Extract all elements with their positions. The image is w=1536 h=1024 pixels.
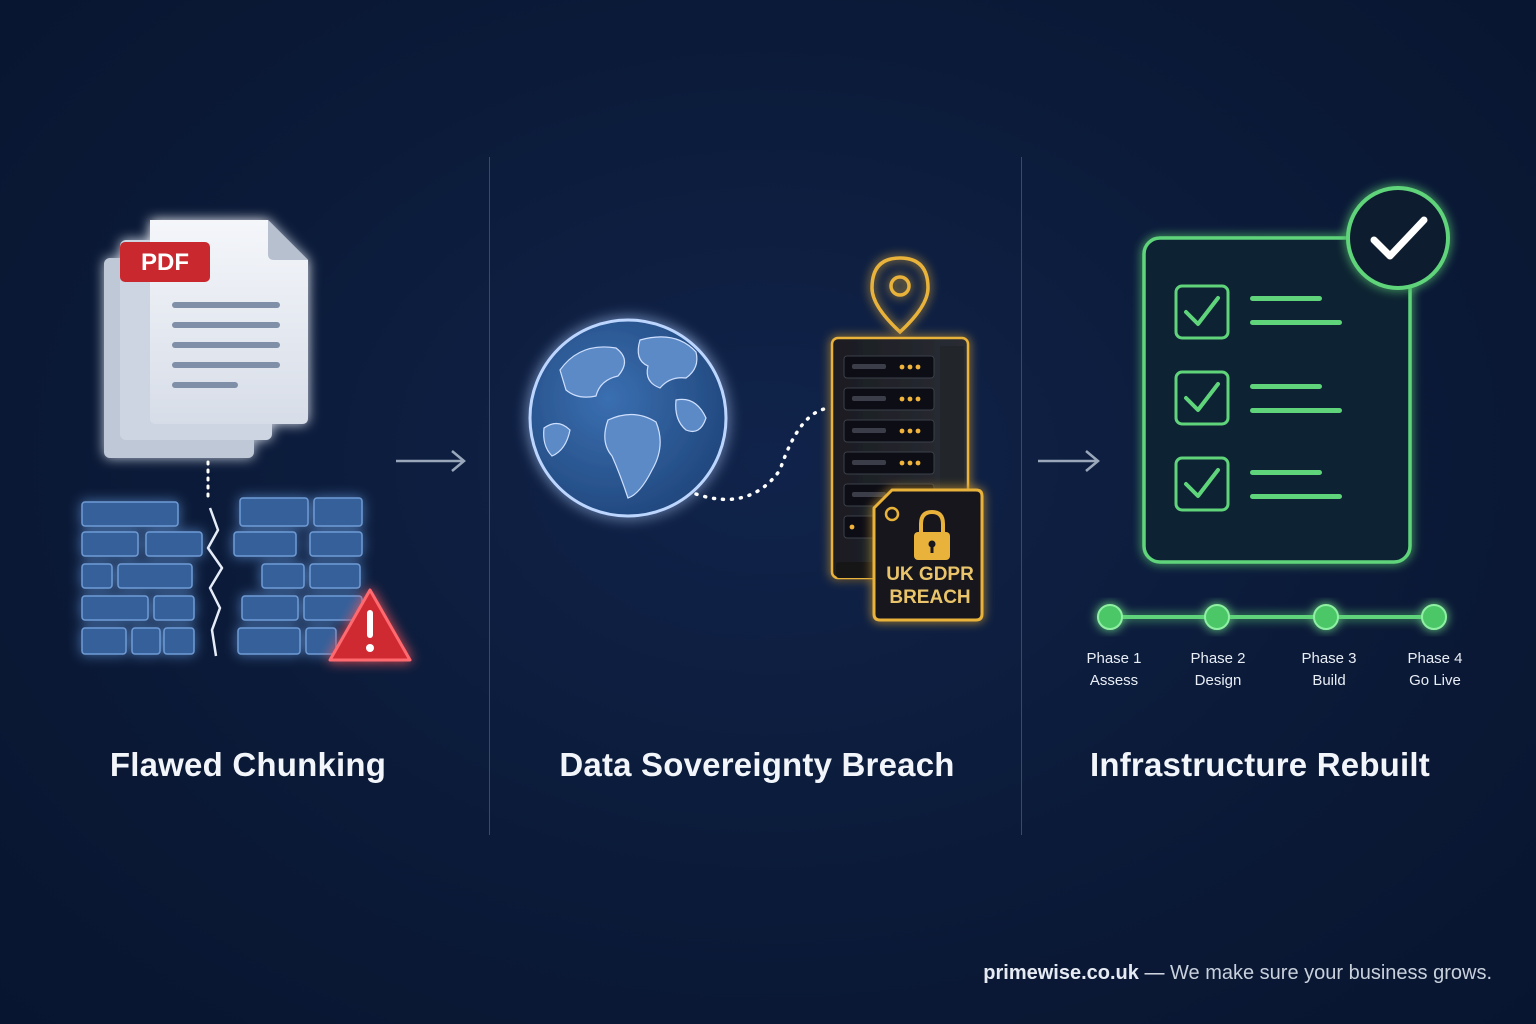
- tag-line-2: BREACH: [889, 587, 970, 608]
- globe-icon: [528, 318, 728, 518]
- gdpr-breach-tag: UK GDPR BREACH: [872, 488, 984, 622]
- arrow-right-icon: [1038, 450, 1100, 472]
- phase-step: Assess: [1089, 672, 1139, 689]
- phase-node: [1313, 604, 1339, 630]
- phase-label-1: Phase 1 Assess: [1059, 648, 1169, 692]
- tag-line-1: UK GDPR: [886, 564, 974, 585]
- phase-node: [1097, 604, 1123, 630]
- panel-3-illustration: [1097, 186, 1450, 630]
- warning-icon: [328, 588, 412, 662]
- panel-3-title: Infrastructure Rebuilt: [1090, 746, 1430, 783]
- phase-node: [1204, 604, 1230, 630]
- phase-name: Phase 2: [1190, 650, 1246, 667]
- panel-1-title: Flawed Chunking: [109, 746, 387, 783]
- server-unit: [843, 355, 935, 379]
- checklist-icon: [1142, 236, 1412, 564]
- footer-tagline: We make sure your business grows.: [1170, 962, 1492, 984]
- location-pin-icon: [870, 256, 930, 335]
- footer-separator: —: [1138, 962, 1171, 984]
- footer-domain[interactable]: primewise.co.uk: [983, 962, 1139, 984]
- pdf-badge: PDF: [120, 242, 210, 282]
- panel-1-illustration: PDF: [81, 220, 412, 662]
- panel-2-title: Data Sovereignty Breach: [559, 746, 955, 783]
- phase-label-4: Phase 4 Go Live: [1380, 648, 1490, 692]
- phase-step: Design: [1194, 672, 1242, 689]
- phase-name: Phase 3: [1301, 650, 1357, 667]
- checklist-item: [1174, 284, 1342, 340]
- arrow-right-icon: [396, 450, 466, 472]
- panel-2-illustration: UK GDPR BREACH: [528, 256, 984, 622]
- phase-timeline: [1097, 604, 1447, 630]
- phase-label-2: Phase 2 Design: [1163, 648, 1273, 692]
- checkmark-circle-icon: [1346, 186, 1450, 290]
- panel-divider: [489, 157, 490, 835]
- phase-label-3: Phase 3 Build: [1274, 648, 1384, 692]
- pdf-badge-label: PDF: [141, 249, 189, 276]
- checklist-item: [1174, 370, 1342, 426]
- footer: primewise.co.uk — We make sure your busi…: [983, 962, 1492, 985]
- checklist-item: [1174, 456, 1342, 512]
- phase-name: Phase 4: [1407, 650, 1463, 667]
- phase-name: Phase 1: [1086, 650, 1142, 667]
- panel-divider: [1021, 157, 1022, 835]
- phase-step: Go Live: [1409, 672, 1461, 689]
- broken-wall-icon: [81, 497, 363, 655]
- phase-step: Build: [1312, 672, 1346, 689]
- phase-node: [1421, 604, 1447, 630]
- padlock-icon: [914, 509, 950, 560]
